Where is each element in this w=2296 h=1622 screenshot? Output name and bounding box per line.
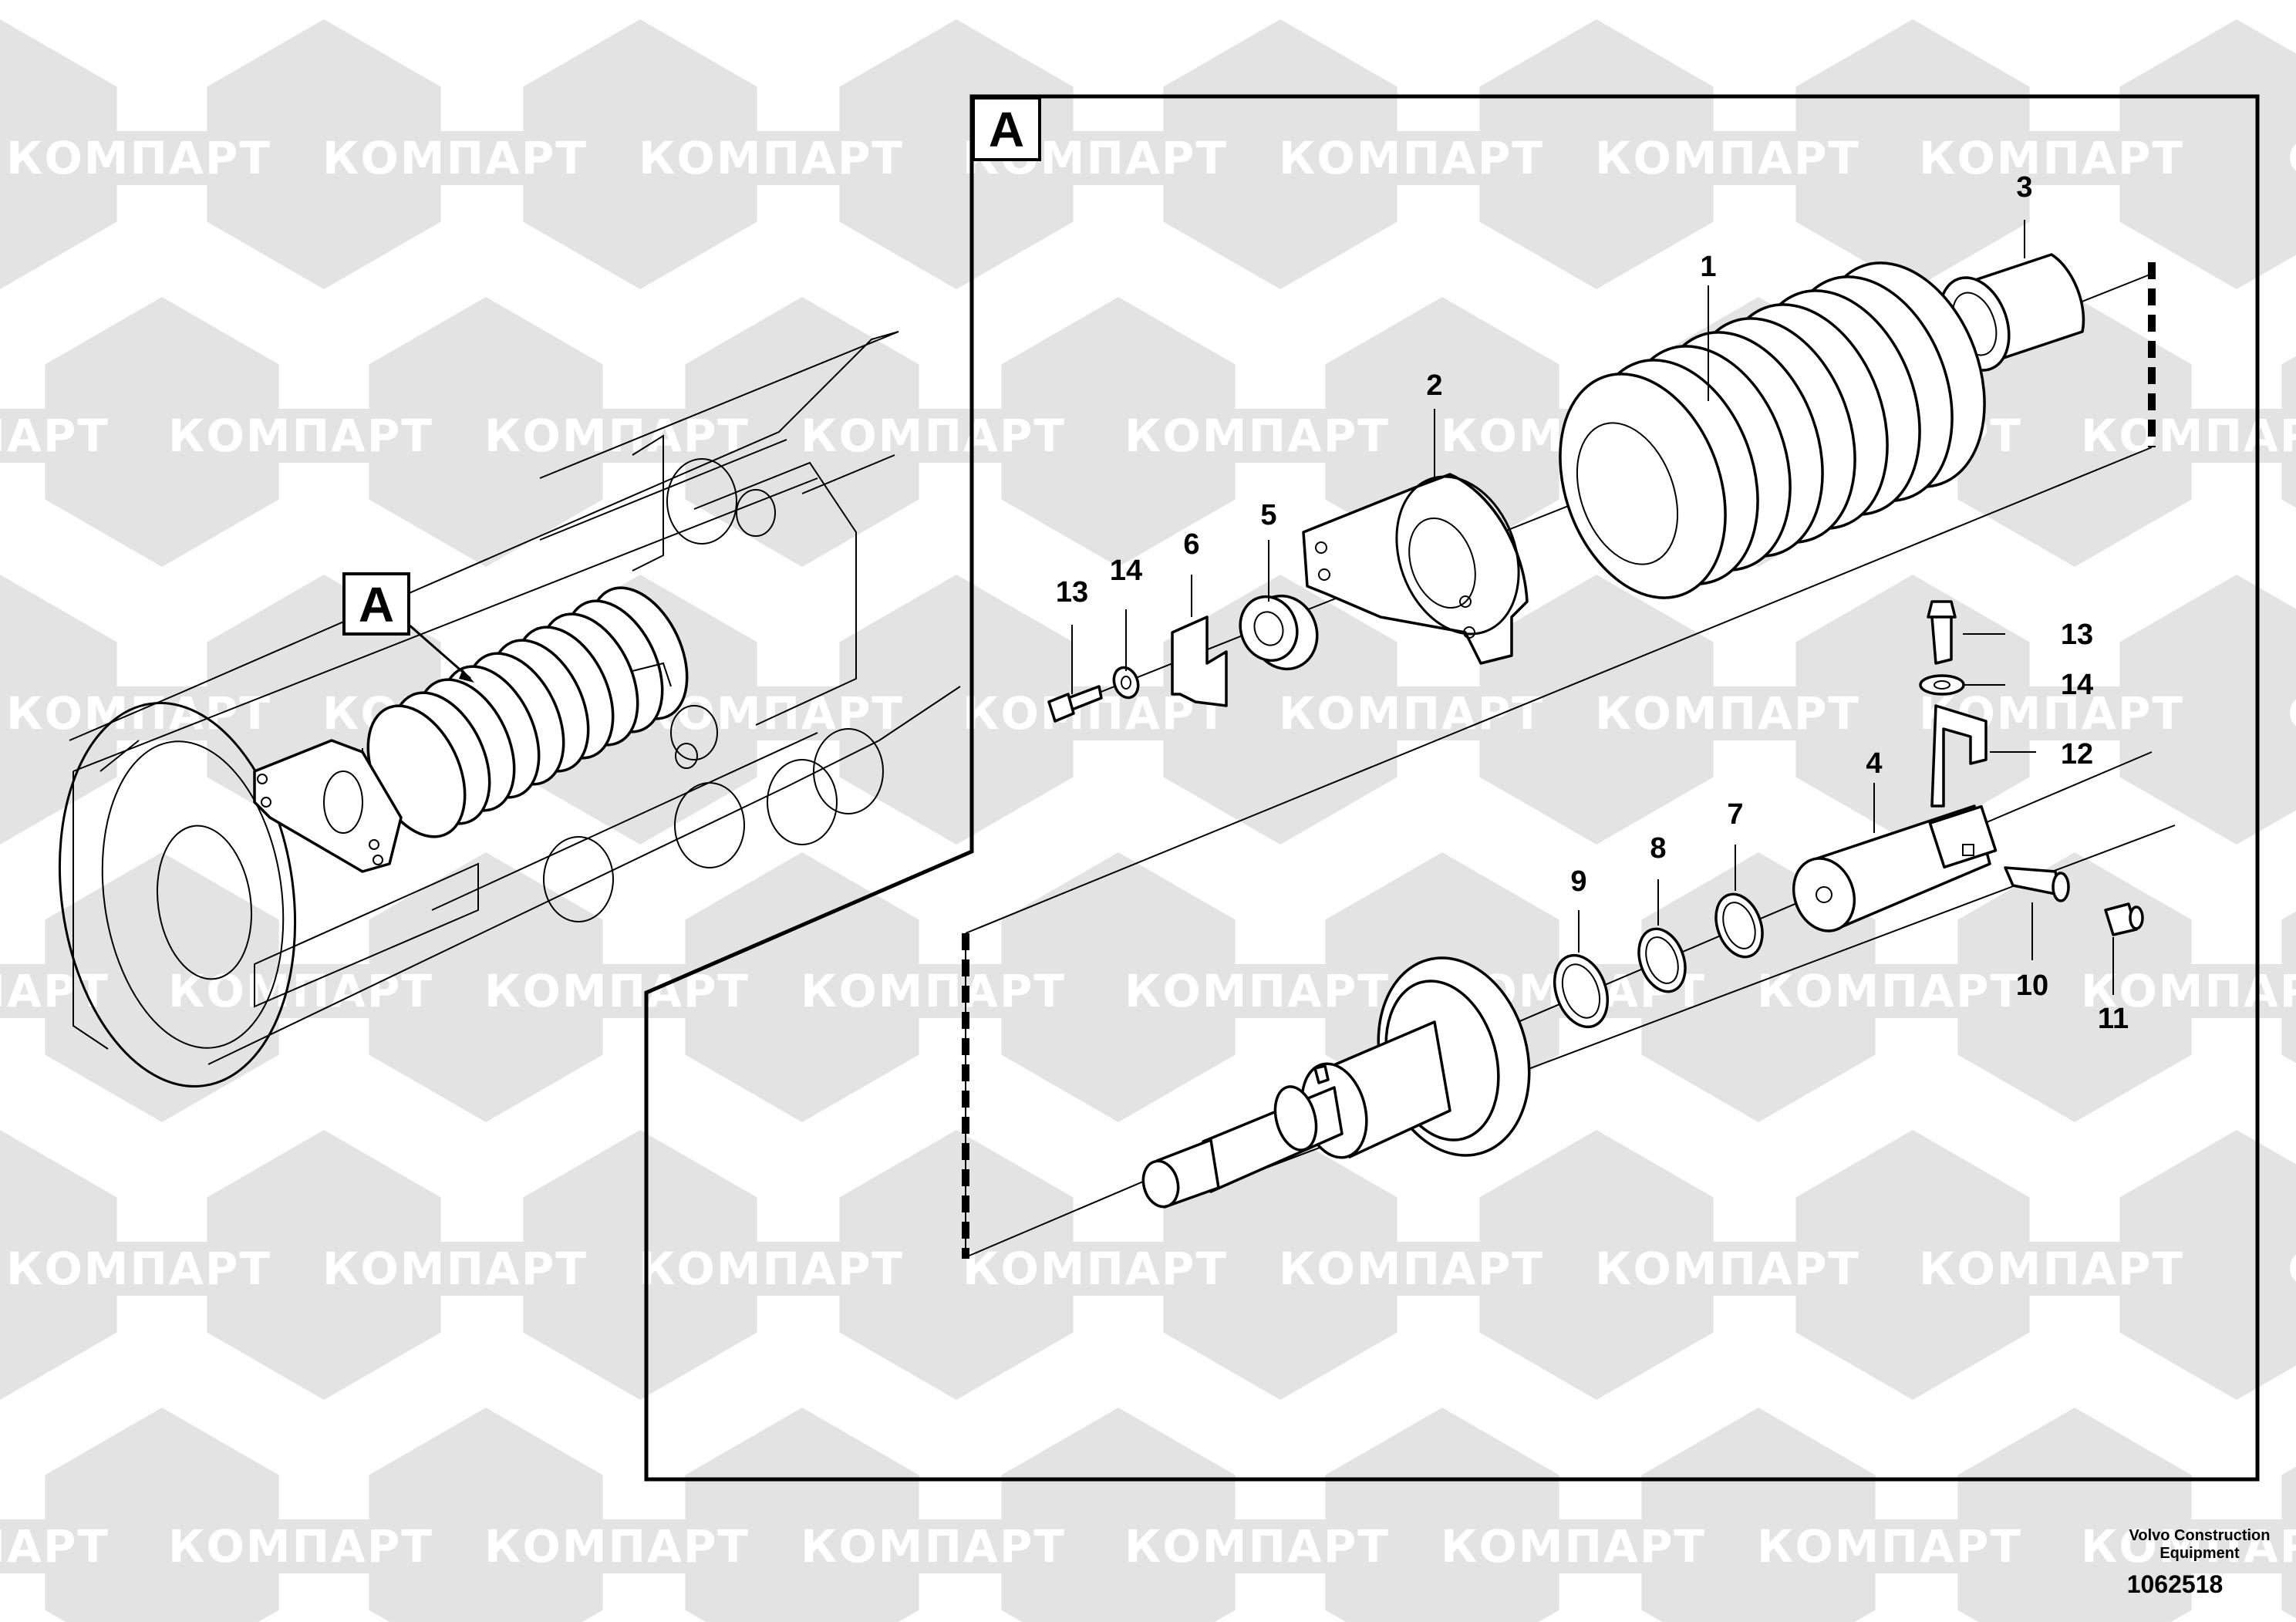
overview-spring-coils bbox=[366, 586, 689, 838]
watermark-text-cyrillic: КОМПАРТ bbox=[1279, 687, 1544, 740]
callout-6: 6 bbox=[1183, 528, 1199, 561]
watermark-text-cyrillic: КОМПАРТ bbox=[801, 965, 1066, 1017]
part-14-washer-right bbox=[1919, 674, 1965, 696]
watermark-text-latin: COMPART bbox=[2288, 1243, 2296, 1295]
part-3-bushing bbox=[1938, 253, 2085, 372]
callout-leaders bbox=[1071, 220, 2114, 995]
part-1-recoil-spring bbox=[1559, 261, 1986, 599]
callout-10: 10 bbox=[2016, 969, 2048, 1002]
callout-13-right: 13 bbox=[2061, 619, 2093, 651]
part-13-bolt-left bbox=[1047, 685, 1103, 723]
watermark-text-cyrillic: КОМПАРТ bbox=[2081, 1520, 2296, 1573]
watermark-text-cyrillic: КОМПАРТ bbox=[168, 965, 433, 1017]
watermark-hexagon bbox=[1001, 1408, 1236, 1622]
part-8-ring bbox=[1637, 927, 1687, 993]
callout-14-right: 14 bbox=[2061, 669, 2093, 701]
watermark-text-cyrillic: КОМПАРТ bbox=[639, 132, 904, 184]
watermark-text-cyrillic: КОМПАРТ bbox=[1757, 965, 2022, 1017]
watermark-hexagon bbox=[685, 1408, 919, 1622]
detail-view-frame: A bbox=[644, 94, 2260, 1482]
watermark-hexagon bbox=[2281, 1466, 2296, 1619]
watermark-text-cyrillic: КОМПАРТ bbox=[322, 1243, 588, 1295]
watermark-text-cyrillic: КОМПАРТ bbox=[484, 1520, 750, 1573]
watermark-text-cyrillic: КОМПАРТ bbox=[6, 687, 271, 740]
callout-4: 4 bbox=[1866, 747, 1882, 780]
part-9-ring bbox=[1553, 953, 1610, 1029]
part-10-valve bbox=[2004, 866, 2070, 902]
watermark-text-cyrillic: КОМПАРТ bbox=[963, 1243, 1228, 1295]
callout-7: 7 bbox=[1727, 798, 1743, 831]
idler-shaft-assembly bbox=[1141, 956, 1531, 1209]
callout-13-left: 13 bbox=[1056, 576, 1088, 609]
callout-8: 8 bbox=[1650, 832, 1666, 865]
overview-view-marker: A bbox=[342, 572, 474, 683]
watermark-text-cyrillic: КОМПАРТ bbox=[6, 1243, 271, 1295]
watermark-text-cyrillic: КОМПАРТ bbox=[1595, 1243, 1860, 1295]
watermark-hexagon bbox=[1325, 1408, 1559, 1622]
part-13-bolt-right bbox=[1927, 600, 1957, 665]
watermark-text-cyrillic: КОМПАРТ bbox=[2081, 410, 2296, 462]
watermark-text-cyrillic: КОМПАРТ bbox=[801, 410, 1066, 462]
watermark-text-cyrillic: КОМПАРТ bbox=[1124, 965, 1390, 1017]
watermark-text-cyrillic: КОМПАРТ bbox=[1919, 1243, 2184, 1295]
callout-labels: 1 2 3 4 5 6 7 8 9 10 11 12 13 14 13 14 bbox=[1056, 171, 2129, 1035]
overview-view-label: A bbox=[359, 577, 394, 632]
watermark-band bbox=[1913, 131, 2296, 185]
company-name-line2: Equipment bbox=[2159, 1545, 2240, 1562]
watermark-text-cyrillic: КОМПАРТ bbox=[1595, 132, 1860, 184]
watermark-hexagon bbox=[369, 1408, 603, 1622]
watermark-text-cyrillic: КОМПАРТ bbox=[484, 410, 750, 462]
watermark-text-cyrillic: КОМПАРТ bbox=[6, 132, 271, 184]
watermark-band bbox=[2075, 1519, 2296, 1573]
watermark-text-cyrillic: КОМПАРТ bbox=[1595, 687, 1860, 740]
watermark-text-cyrillic: КОМПАРТ bbox=[1279, 132, 1544, 184]
spring-inner-bore bbox=[1576, 422, 1679, 565]
callout-1: 1 bbox=[1700, 251, 1716, 283]
track-frame-overview bbox=[58, 331, 961, 1088]
callout-2: 2 bbox=[1426, 369, 1442, 402]
callout-5: 5 bbox=[1260, 499, 1276, 531]
part-4-cylinder bbox=[1792, 804, 1998, 932]
watermark-text-cyrillic: КОМПАРТ bbox=[0, 1520, 110, 1573]
watermark-text-cyrillic: КОМПАРТ bbox=[0, 965, 110, 1017]
part-7-ring bbox=[1714, 892, 1764, 959]
watermark-band bbox=[1913, 1242, 2296, 1296]
callout-12: 12 bbox=[2061, 738, 2093, 771]
watermark-text-cyrillic: КОМПАРТ bbox=[2081, 965, 2296, 1017]
watermark-text-cyrillic: КОМПАРТ bbox=[168, 410, 433, 462]
watermark-text-cyrillic: КОМПАРТ bbox=[1757, 1520, 2022, 1573]
part-14-washer-left bbox=[1112, 666, 1140, 700]
callout-9: 9 bbox=[1570, 865, 1586, 898]
callout-14-left: 14 bbox=[1110, 555, 1142, 587]
watermark-text-cyrillic: КОМПАРТ bbox=[0, 410, 110, 462]
watermark-text-cyrillic: КОМПАРТ bbox=[639, 1243, 904, 1295]
drawing-number: 1062518 bbox=[2127, 1570, 2224, 1598]
watermark-text-cyrillic: КОМПАРТ bbox=[484, 965, 750, 1017]
watermark-text-cyrillic: КОМПАРТ bbox=[801, 1520, 1066, 1573]
company-name-line1: Volvo Construction bbox=[2129, 1527, 2271, 1544]
callout-11: 11 bbox=[2098, 1003, 2129, 1035]
watermark-hexagon bbox=[1641, 1408, 1876, 1622]
watermark-text-latin: COMPART bbox=[2288, 687, 2296, 740]
part-5-nut bbox=[1239, 594, 1319, 671]
watermark-text-cyrillic: КОМПАРТ bbox=[1441, 1520, 1706, 1573]
part-2-spring-bracket bbox=[1302, 473, 1529, 665]
footer-caption: Volvo Construction Equipment 1062518 bbox=[2127, 1527, 2271, 1598]
watermark-text-latin: COMPART bbox=[2288, 132, 2296, 184]
watermark-text-cyrillic: КОМПАРТ bbox=[1279, 1243, 1544, 1295]
part-11-grease-nipple bbox=[2104, 902, 2144, 936]
watermark-text-cyrillic: КОМПАРТ bbox=[1124, 1520, 1390, 1573]
watermark-hexagon bbox=[45, 1408, 279, 1622]
part-12-clip bbox=[1930, 704, 1988, 808]
detail-view-label: A bbox=[989, 102, 1024, 157]
watermark-text-cyrillic: КОМПАРТ bbox=[322, 132, 588, 184]
part-6-clip bbox=[1171, 615, 1228, 707]
callout-3: 3 bbox=[2016, 171, 2032, 204]
watermark-text-cyrillic: КОМПАРТ bbox=[1124, 410, 1390, 462]
watermark-text-cyrillic: КОМПАРТ bbox=[1919, 132, 2184, 184]
watermark-text-cyrillic: КОМПАРТ bbox=[168, 1520, 433, 1573]
